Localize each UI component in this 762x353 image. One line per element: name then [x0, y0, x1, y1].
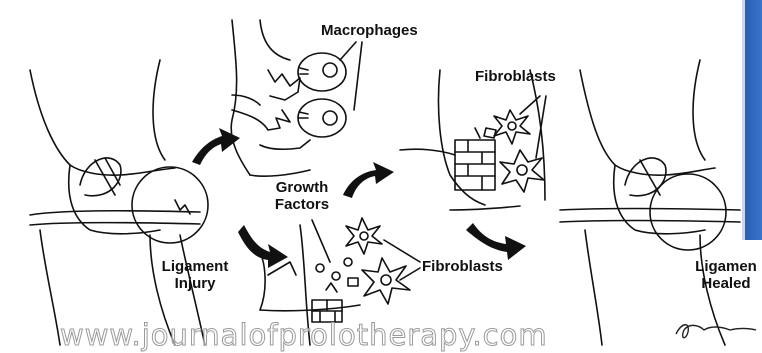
macrophage-cell [298, 53, 346, 91]
fibroblast-cell [494, 110, 530, 144]
arrow-icon [466, 223, 526, 260]
healed-highlight-circle [650, 174, 726, 250]
growth-factors-label: Growth Factors [262, 179, 342, 213]
knee-healed-drawing [560, 60, 740, 345]
ligament-injury-label: Ligament Injury [150, 258, 240, 292]
pointer-line [312, 220, 330, 262]
ligament-healed-label: Ligamen Healed [690, 258, 762, 292]
side-panel-edge [742, 0, 762, 240]
watermark-text: www.journalofprolotherapy.com [60, 318, 548, 352]
pointer-line [354, 42, 362, 110]
fibroblast-cell [500, 150, 544, 192]
fibroblasts-bottom-label: Fibroblasts [422, 258, 503, 275]
fibroblasts-top-label: Fibroblasts [475, 68, 556, 85]
pointer-line [340, 42, 356, 60]
fibroblast-cell [346, 218, 382, 254]
fibroblast-panel-drawing [400, 70, 545, 210]
macrophages-label: Macrophages [321, 22, 418, 39]
pointer-line [384, 240, 420, 262]
fibroblast-cell [362, 258, 410, 304]
macrophage-cell [298, 99, 346, 137]
injury-highlight-circle [132, 167, 208, 243]
knee-injured-drawing [30, 60, 205, 345]
arrow-icon [343, 162, 394, 198]
arrow-icon [192, 128, 240, 165]
macrophage-panel-drawing [231, 20, 310, 176]
